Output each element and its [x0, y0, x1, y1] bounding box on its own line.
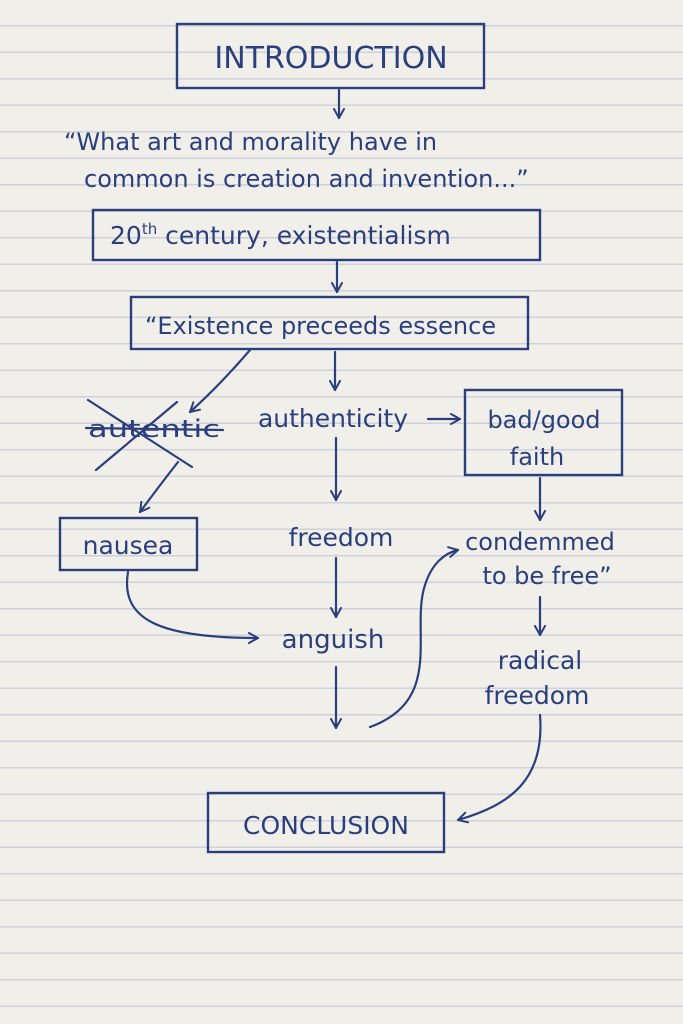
nausea-label: nausea [83, 531, 174, 560]
arrow-crossed-word-to-nausea [138, 460, 180, 514]
bad-good-faith-line-2: faith [510, 443, 564, 471]
condemned-line-2: to be free” [482, 562, 611, 590]
bad-good-faith-line-1: bad/good [487, 406, 600, 434]
quote-line-1: “What art and morality have in [64, 128, 437, 156]
conclusion-box [206, 791, 446, 854]
anguish-label: anguish [282, 625, 385, 655]
quote-line-2: common is creation and invention...” [84, 165, 529, 193]
century-label: 20th century, existentialism [110, 220, 451, 250]
century-number: 20 [110, 221, 142, 250]
century-rest: century, existentialism [157, 221, 451, 250]
conclusion-label: CONCLUSION [243, 811, 409, 840]
introduction-box [175, 22, 486, 90]
century-superscript: th [142, 220, 157, 238]
existence-label: “Existence preceeds essence [145, 312, 496, 340]
nausea-box [58, 516, 199, 572]
authenticity-label: authenticity [258, 404, 408, 433]
arrow-nausea-to-anguish [125, 570, 260, 644]
bad-good-faith-box [463, 388, 624, 477]
radical-line-2: freedom [485, 681, 590, 710]
existence-box [129, 295, 530, 351]
arrow-anguish-to-condemned [368, 546, 460, 729]
radical-line-1: radical [498, 646, 582, 675]
condemned-line-1: condemmed [465, 528, 615, 556]
arrow-existence-to-crossed-word [188, 348, 252, 414]
century-box [91, 208, 542, 262]
arrow-radical-to-conclusion [456, 713, 542, 824]
cross-stroke-2 [94, 400, 179, 472]
strikethrough-line [84, 426, 225, 432]
freedom-label: freedom [289, 523, 394, 552]
introduction-label: INTRODUCTION [214, 41, 447, 76]
